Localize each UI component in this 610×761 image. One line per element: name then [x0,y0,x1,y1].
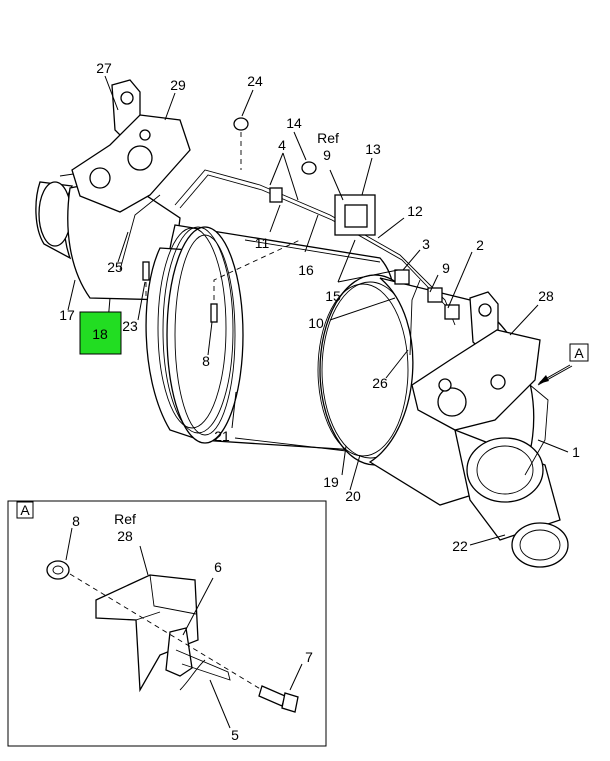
callout-12[interactable]: 12 [407,203,423,219]
left-bracket [71,79,191,213]
callout-29[interactable]: 29 [170,77,186,93]
detail-view-a-frame [7,500,327,747]
callout-2[interactable]: 2 [476,237,484,253]
callout-6[interactable]: 6 [214,559,222,575]
right-bracket [411,291,541,431]
callout-3[interactable]: 3 [422,236,430,252]
callout-15[interactable]: 15 [325,288,341,304]
inset-nut-8 [46,560,70,580]
callout-9-mid[interactable]: 9 [442,260,450,276]
callout-22[interactable]: 22 [452,538,468,554]
inset-bracket-28 [95,574,199,693]
callout-18-highlight[interactable]: 18 [79,311,122,355]
callout-19[interactable]: 19 [323,474,339,490]
callout-16[interactable]: 16 [298,262,314,278]
fasteners [142,117,317,323]
callout-23[interactable]: 23 [122,318,138,334]
callout-14[interactable]: 14 [286,115,302,131]
callout-1[interactable]: 1 [572,444,580,460]
view-a-arrowhead-icon [538,375,549,384]
inset-clip-6 [165,627,231,691]
callout-18-label[interactable]: 18 [92,326,108,342]
detail-view-a-tag-box [16,501,34,519]
callout-5[interactable]: 5 [231,727,239,743]
callout-17[interactable]: 17 [59,307,75,323]
callout-7[interactable]: 7 [305,649,313,665]
view-a-indicator-box[interactable] [569,343,589,362]
sensor-harness [119,169,549,476]
callout-21[interactable]: 21 [214,428,230,444]
callout-9-top[interactable]: 9 [323,147,331,163]
callout-27[interactable]: 27 [96,60,112,76]
callout-11[interactable]: 11 [255,235,270,251]
view-a-indicator-label[interactable]: A [574,345,584,361]
exhaust-aftertreatment-assembly [35,79,569,568]
callout-28-main[interactable]: 28 [538,288,554,304]
ref-label-main: Ref [317,130,339,146]
callout-13[interactable]: 13 [365,141,381,157]
callout-24[interactable]: 24 [247,73,263,89]
callout-8-main[interactable]: 8 [202,353,210,369]
callout-20[interactable]: 20 [345,488,361,504]
callout-25[interactable]: 25 [107,259,123,275]
detail-view-a [7,500,327,747]
callout-10[interactable]: 10 [308,315,324,331]
inset-bolt-7 [258,685,299,713]
callout-4[interactable]: 4 [278,137,286,153]
detail-view-a-label: A [20,502,30,518]
callout-26[interactable]: 26 [372,375,388,391]
part-labels: 27 29 24 14 Ref 13 4 9 12 11 3 2 16 9 25… [20,60,589,743]
ref-label-inset: Ref [114,511,136,527]
callout-28-inset[interactable]: 28 [117,528,133,544]
callout-8-inset[interactable]: 8 [72,513,80,529]
callout-18-box[interactable] [79,311,122,355]
